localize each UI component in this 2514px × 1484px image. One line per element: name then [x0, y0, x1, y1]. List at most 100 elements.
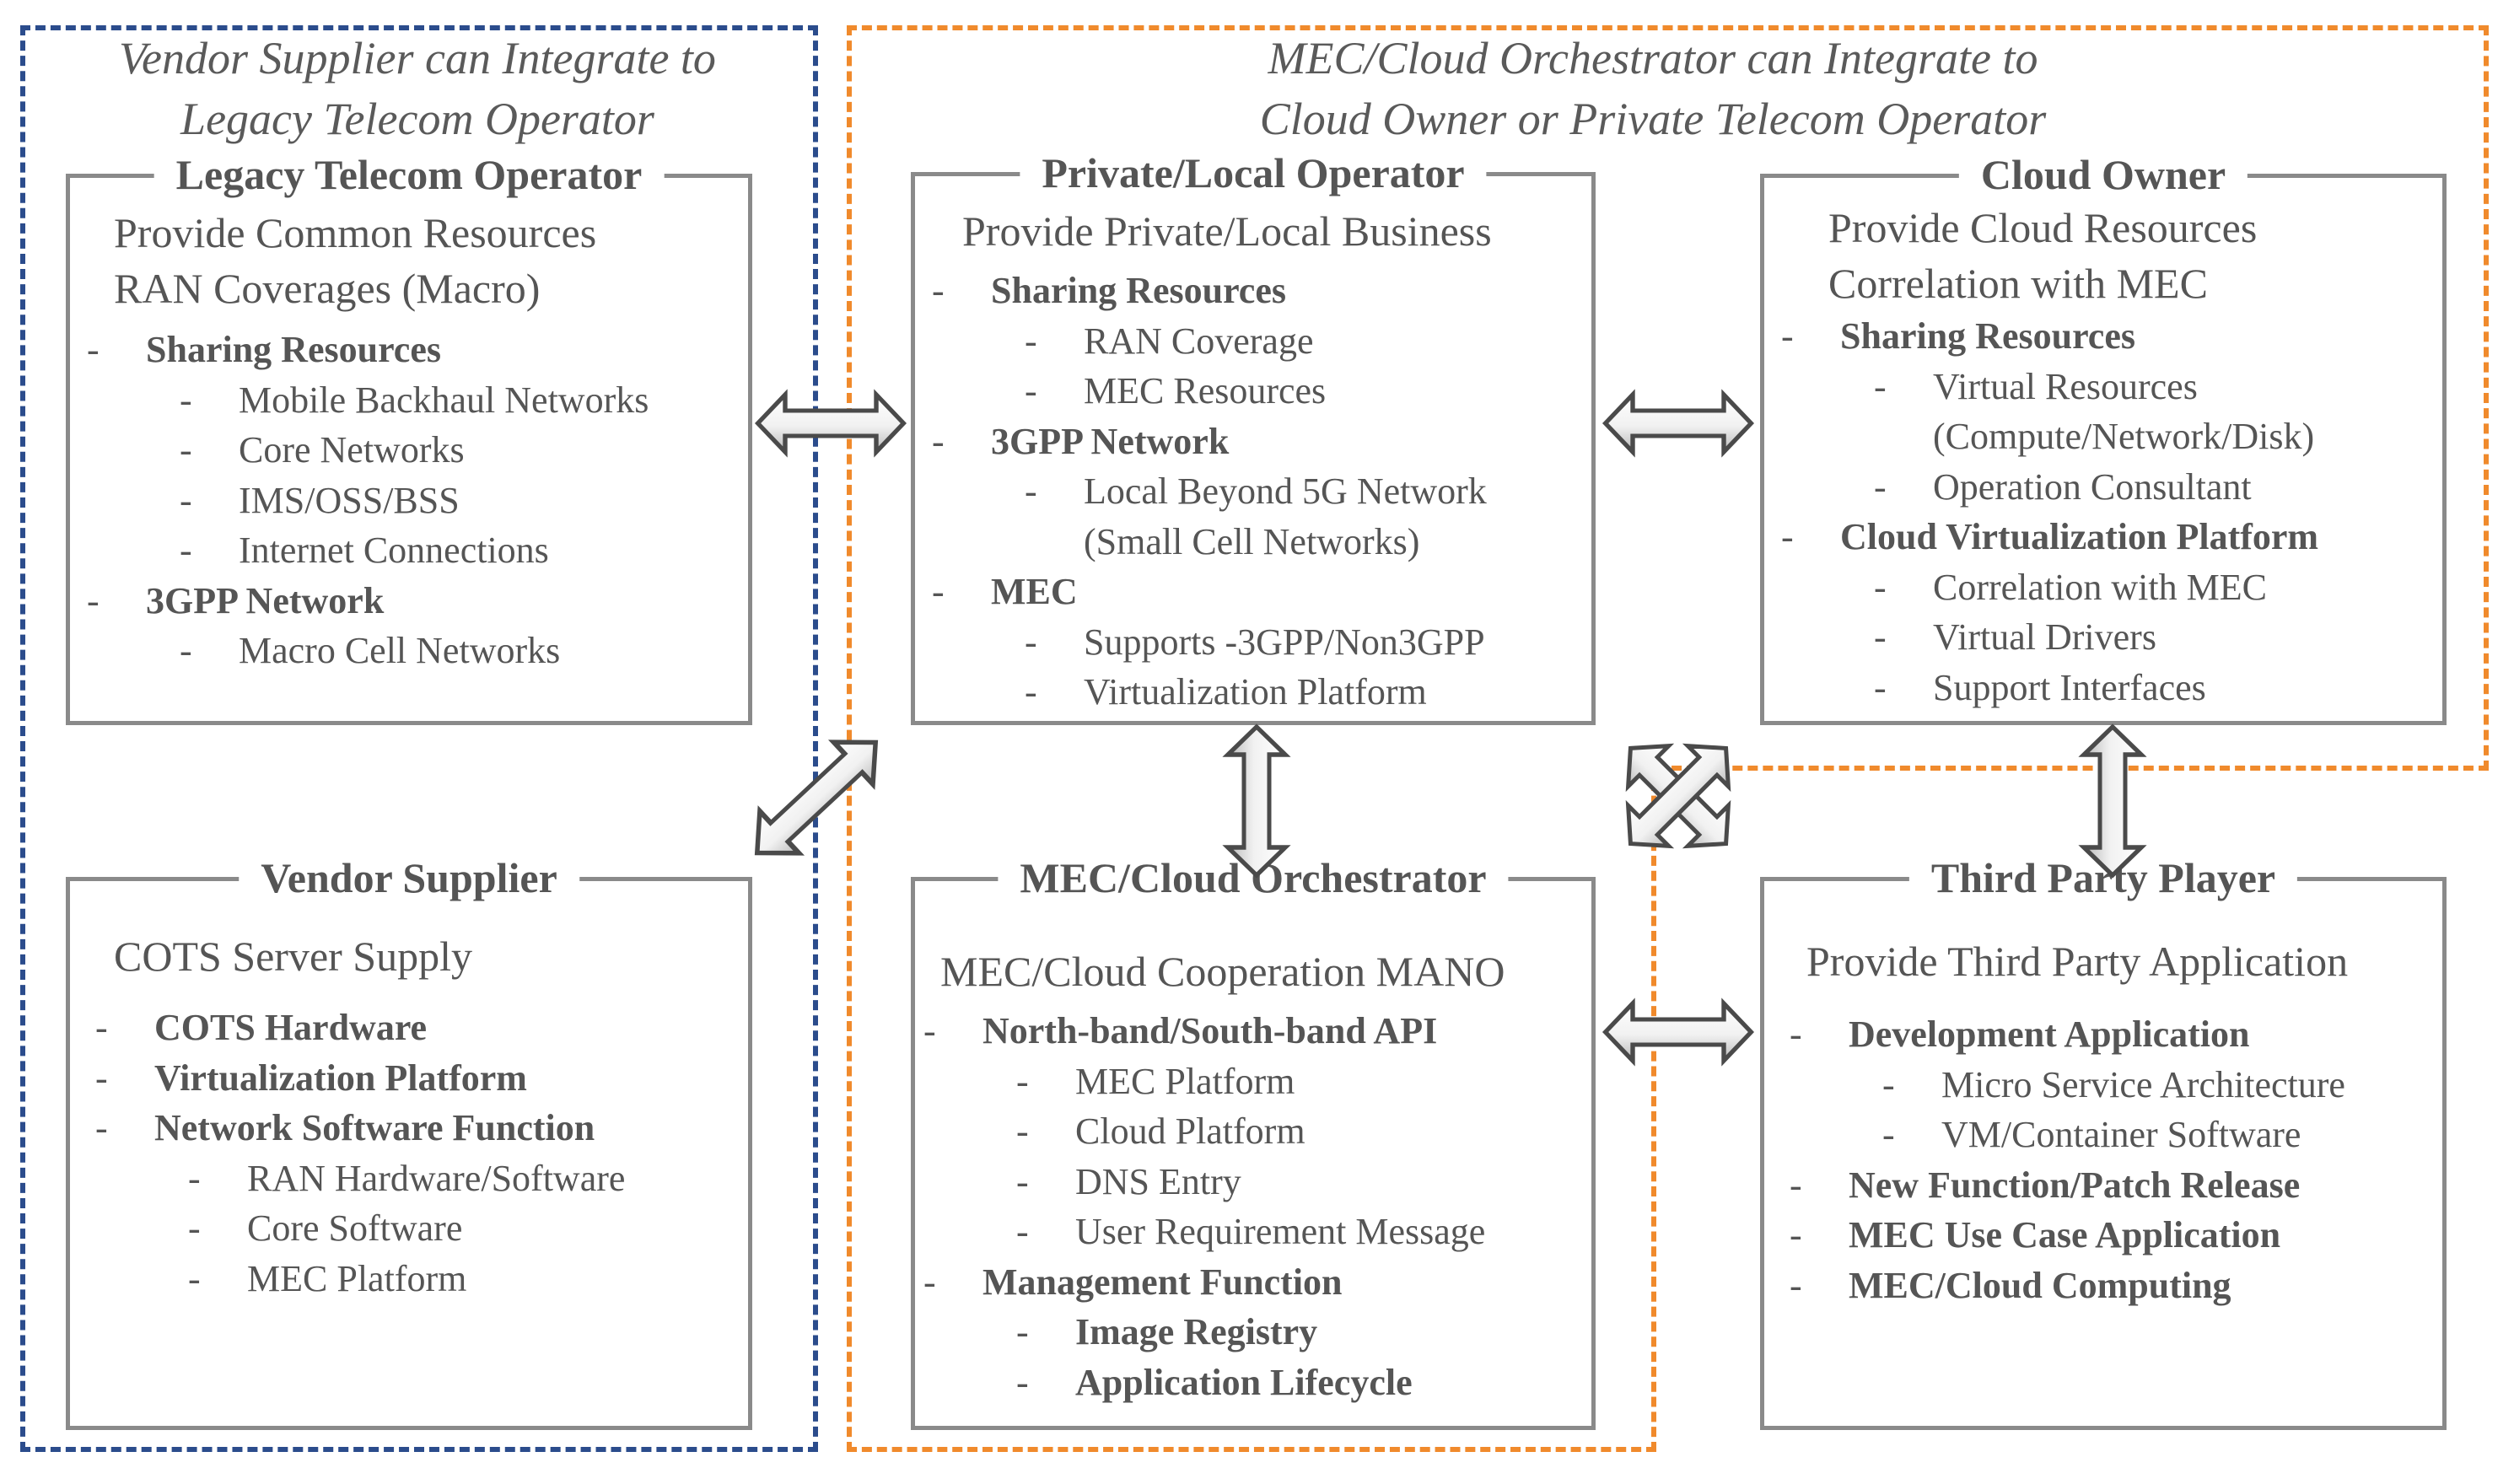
list-item-text: MEC: [991, 571, 1078, 612]
list-item-text: (Small Cell Networks): [1084, 520, 1420, 562]
legacy-telecom-operator-box: Legacy Telecom Operator Provide Common R…: [66, 149, 752, 725]
list-item-text: MEC Use Case Application: [1849, 1214, 2281, 1255]
private-local-operator-box: Private/Local Operator Provide Private/L…: [911, 148, 1596, 725]
bullet-dash: -: [923, 1261, 936, 1303]
bullet-dash: -: [1874, 666, 1887, 708]
list-item-text: MEC Platform: [1075, 1060, 1295, 1102]
bullet-dash: -: [95, 1107, 108, 1148]
mec-integration-region-lower: [847, 766, 1656, 1452]
bullet-dash: -: [1882, 1114, 1895, 1155]
list-item-text: Cloud Virtualization Platform: [1840, 516, 2319, 557]
bullet-dash: -: [1025, 470, 1037, 512]
bullet-dash: -: [180, 379, 192, 421]
list-item-text: VM/Container Software: [1941, 1114, 2301, 1155]
list-item-text: Micro Service Architecture: [1941, 1063, 2345, 1105]
vendor-supplier-box: Vendor Supplier COTS Server Supply -COTS…: [66, 852, 752, 1430]
third-party-subtitle-line1: Provide Third Party Application: [1806, 938, 2349, 985]
list-item-text: MEC/Cloud Computing: [1849, 1264, 2231, 1306]
bullet-dash: -: [87, 329, 100, 370]
bullet-dash: -: [1790, 1214, 1802, 1255]
cloud-subtitle-line2: Correlation with MEC: [1828, 260, 2208, 307]
bullet-dash: -: [1790, 1164, 1802, 1206]
list-item-text: Sharing Resources: [146, 329, 441, 370]
arrow-orchestrator-third-party: [1606, 1003, 1752, 1061]
bullet-dash: -: [923, 1010, 936, 1051]
arrow-private-cloud: [1606, 395, 1752, 452]
list-item-text: North-band/South-band API: [982, 1010, 1438, 1051]
list-item-text: RAN Coverage: [1084, 320, 1314, 362]
bullet-dash: -: [1016, 1361, 1029, 1403]
bullet-dash: -: [1025, 621, 1037, 663]
vendor-subtitle-line1: COTS Server Supply: [114, 933, 472, 980]
bullet-dash: -: [180, 429, 192, 470]
legacy-subtitle-line1: Provide Common Resources: [114, 209, 597, 256]
list-item-text: 3GPP Network: [146, 579, 385, 621]
vendor-region-caption-line1: Vendor Supplier can Integrate to: [119, 33, 716, 83]
list-item-text: Supports -3GPP/Non3GPP: [1084, 621, 1485, 663]
arrow-legacy-private: [758, 395, 904, 452]
bullet-dash: -: [1874, 566, 1887, 608]
bullet-dash: -: [1874, 365, 1887, 407]
bullet-dash: -: [1781, 315, 1794, 357]
list-item-text: Core Software: [247, 1207, 463, 1249]
list-item-text: Virtualization Platform: [1084, 671, 1427, 712]
cloud-owner-box: Cloud Owner Provide Cloud Resources Corr…: [1760, 149, 2447, 725]
list-item-text: Cloud Platform: [1075, 1110, 1305, 1152]
cloud-owner-title: Cloud Owner: [1958, 149, 2248, 200]
list-item-text: Application Lifecycle: [1075, 1361, 1413, 1403]
bullet-dash: -: [1790, 1264, 1802, 1306]
list-item-text: Support Interfaces: [1933, 666, 2206, 708]
bullet-dash: -: [1016, 1311, 1029, 1352]
legacy-telecom-operator-title: Legacy Telecom Operator: [153, 149, 665, 200]
list-item-text: Sharing Resources: [991, 270, 1286, 311]
list-item-text: Local Beyond 5G Network: [1084, 470, 1487, 512]
list-item-text: 3GPP Network: [991, 420, 1230, 462]
list-item-text: IMS/OSS/BSS: [239, 479, 460, 521]
third-party-player-box: Third Party Player Provide Third Party A…: [1760, 852, 2447, 1430]
list-item-text: Correlation with MEC: [1933, 566, 2267, 608]
list-item-text: Virtual Drivers: [1933, 616, 2156, 658]
mec-integration-region: [847, 25, 2489, 771]
list-item-text: RAN Hardware/Software: [247, 1157, 626, 1199]
list-item-text: (Compute/Network/Disk): [1933, 416, 2315, 457]
bullet-dash: -: [180, 479, 192, 521]
list-item-text: Development Application: [1849, 1014, 2250, 1055]
private-subtitle-line1: Provide Private/Local Business: [962, 207, 1492, 255]
bullet-dash: -: [1025, 320, 1037, 362]
bullet-dash: -: [180, 530, 192, 571]
list-item-text: New Function/Patch Release: [1849, 1164, 2301, 1206]
list-item-text: MEC Platform: [247, 1257, 467, 1299]
bullet-dash: -: [1016, 1211, 1029, 1252]
bullet-dash: -: [1874, 616, 1887, 658]
legacy-subtitle-line2: RAN Coverages (Macro): [114, 265, 541, 312]
bullet-dash: -: [932, 571, 945, 612]
bullet-dash: -: [95, 1057, 108, 1099]
bullet-dash: -: [87, 579, 100, 621]
list-item-text: Operation Consultant: [1933, 465, 2252, 508]
list-item-text: Virtualization Platform: [154, 1057, 527, 1099]
list-item-text: Network Software Function: [154, 1107, 595, 1148]
bullet-dash: -: [932, 270, 945, 311]
bullet-dash: -: [1874, 465, 1887, 508]
bullet-dash: -: [1790, 1014, 1802, 1055]
arrow-cloud-third-party: [2084, 727, 2141, 875]
arrow-vendor-private: [738, 722, 896, 874]
bullet-dash: -: [95, 1007, 108, 1048]
list-item-text: Core Networks: [239, 429, 465, 470]
list-item-text: COTS Hardware: [154, 1007, 428, 1048]
list-item-text: User Requirement Message: [1075, 1211, 1486, 1252]
orchestrator-subtitle-line1: MEC/Cloud Cooperation MANO: [940, 948, 1505, 995]
bullet-dash: -: [180, 630, 192, 671]
mec-region-caption-line1: MEC/Cloud Orchestrator can Integrate to: [1268, 33, 2038, 83]
bullet-dash: -: [932, 420, 945, 462]
mec-region-step-edge: [1656, 766, 2489, 771]
list-item-text: Internet Connections: [239, 530, 549, 571]
bullet-dash: -: [1016, 1160, 1029, 1202]
vendor-integration-region: [20, 25, 818, 1452]
bullet-dash: -: [1882, 1063, 1895, 1105]
cloud-subtitle-line1: Provide Cloud Resources: [1828, 204, 2258, 251]
bullet-dash: -: [1016, 1060, 1029, 1102]
list-item-text: Mobile Backhaul Networks: [239, 379, 649, 421]
list-item-text: Sharing Resources: [1840, 315, 2135, 357]
